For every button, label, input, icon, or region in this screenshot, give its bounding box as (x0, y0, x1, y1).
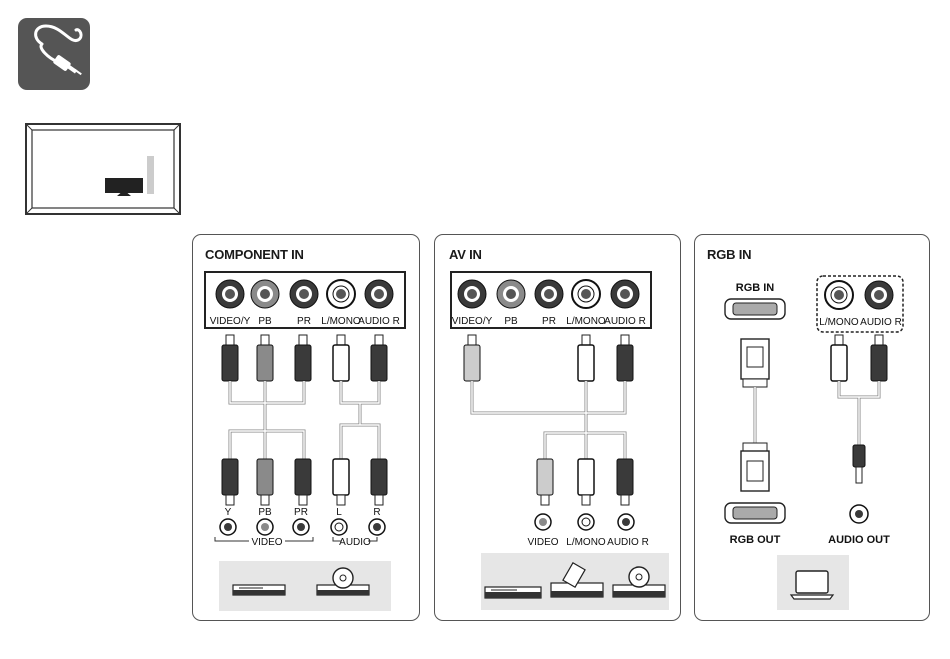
jack-pb (497, 280, 525, 308)
jack-l-mono (825, 281, 853, 309)
component-in-panel: COMPONENT IN VIDEO/Y PB PR L/MONO AUDIO … (192, 234, 420, 621)
jack-audio-r (611, 280, 639, 308)
jack-l-mono (327, 280, 355, 308)
cable-plugs-top (464, 335, 633, 381)
mini-jack-plug (853, 445, 865, 483)
jack-video-y (458, 280, 486, 308)
cable-plugs-bottom (537, 459, 633, 505)
vga-connector-bottom (741, 443, 769, 491)
source-label: VIDEO (527, 537, 558, 548)
source-label: R (373, 507, 380, 518)
source-jacks (535, 514, 634, 530)
source-label: AUDIO R (607, 537, 649, 548)
vga-connector-top (741, 339, 769, 387)
port-label: AUDIO R (604, 316, 646, 327)
cable-plugs-audio (831, 335, 887, 381)
dvd-player-icon (233, 585, 285, 595)
jack-pr (535, 280, 563, 308)
port-label: L/MONO (819, 317, 859, 328)
vga-port-in (725, 299, 785, 319)
cable-plugs-top (222, 335, 387, 381)
audio-out-jack (850, 505, 868, 523)
port-label: AUDIO R (860, 317, 902, 328)
laptop-icon (791, 571, 833, 599)
rgb-in-panel: RGB IN RGB IN L/MONO AUDIO R RGB OUT (694, 234, 930, 621)
port-label: PB (504, 316, 518, 327)
jack-l-mono (572, 280, 600, 308)
source-label: L (336, 507, 342, 518)
port-label: PR (542, 316, 556, 327)
source-label: AUDIO OUT (828, 534, 890, 546)
source-jacks (220, 519, 385, 535)
vga-port-out (725, 503, 785, 523)
source-label: PB (258, 507, 272, 518)
port-label: VIDEO/Y (210, 316, 251, 327)
port-label: L/MONO (321, 316, 361, 327)
group-label: VIDEO (251, 537, 282, 548)
port-label: PB (258, 316, 272, 327)
jack-audio-r (865, 281, 893, 309)
cable-connection-icon (18, 18, 90, 90)
source-label: Y (225, 507, 232, 518)
port-label: L/MONO (566, 316, 606, 327)
jack-pr (290, 280, 318, 308)
jack-audio-r (365, 280, 393, 308)
dvd-player-icon (485, 587, 541, 598)
source-label: PR (294, 507, 308, 518)
group-label: AUDIO (339, 537, 371, 548)
port-label: VIDEO/Y (452, 316, 493, 327)
jack-pb (251, 280, 279, 308)
port-label: PR (297, 316, 311, 327)
source-label: RGB OUT (730, 534, 781, 546)
port-label: RGB IN (736, 282, 775, 294)
jack-video-y (216, 280, 244, 308)
av-in-panel: AV IN VIDEO/Y PB PR L/MONO AUDIO R (434, 234, 681, 621)
tv-rear-illustration (25, 123, 181, 215)
source-label: L/MONO (566, 537, 606, 548)
cable-plugs-bottom (222, 459, 387, 505)
port-label: AUDIO R (358, 316, 400, 327)
